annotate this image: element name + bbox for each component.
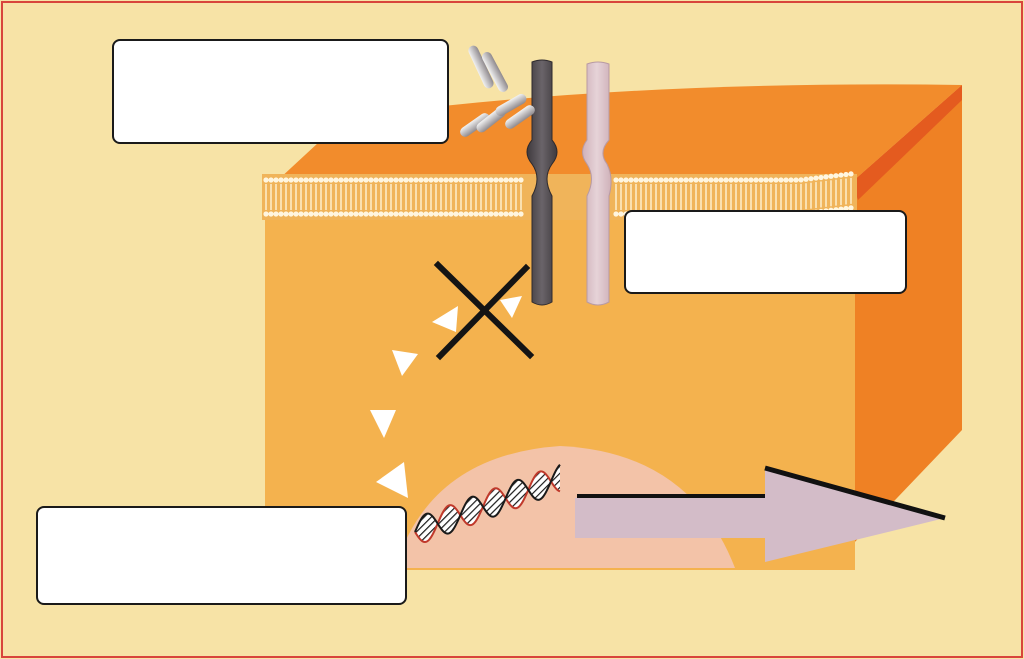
label-box-top-left[interactable]	[112, 39, 449, 144]
label-box-bottom-left[interactable]	[36, 506, 407, 605]
label-box-right[interactable]	[624, 210, 907, 294]
cell-side-face	[852, 85, 962, 545]
transmembrane-receptor-dark	[526, 59, 558, 306]
dna-double-helix	[414, 464, 561, 544]
output-arrow	[575, 465, 946, 562]
signal-path-arrowheads	[370, 296, 522, 498]
lipid-bilayer-membrane	[262, 171, 857, 220]
blocked-signal-cross	[433, 260, 535, 361]
ligand-molecules	[460, 45, 535, 137]
cell-side-edge	[852, 85, 962, 200]
transmembrane-receptor-light	[582, 61, 612, 306]
